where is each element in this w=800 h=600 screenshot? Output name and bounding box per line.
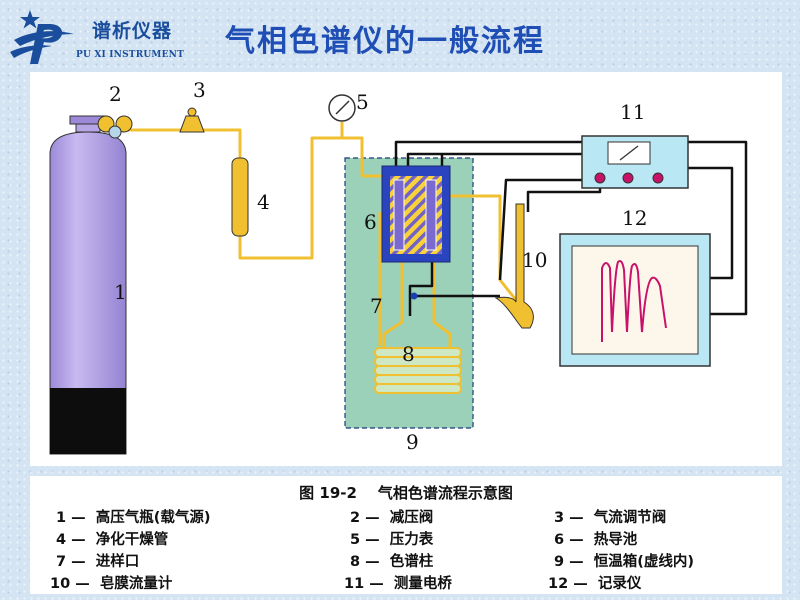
logo-english-name: PU XI INSTRUMENT	[76, 50, 184, 60]
pressure-gauge-icon	[328, 94, 356, 122]
label-11: 11	[620, 100, 646, 124]
bridge-wiring	[394, 140, 748, 316]
legend-item: 10 — 皂膜流量计	[50, 576, 173, 592]
label-4: 4	[257, 190, 270, 214]
junction-point	[410, 292, 418, 300]
figure-caption: 图 19-2 气相色谱流程示意图 1 — 高压气瓶(载气源) 2 — 减压阀 3…	[30, 476, 782, 594]
label-9: 9	[406, 430, 419, 454]
figure-title: 图 19-2 气相色谱流程示意图	[299, 484, 513, 502]
label-10: 10	[522, 248, 548, 272]
gc-flow-diagram: 2 3 4 5 6 7 8 9 10 11 12 1	[30, 72, 782, 466]
drying-tube	[231, 157, 249, 237]
label-3: 3	[193, 78, 206, 102]
legend-item: 7 — 进样口	[56, 554, 140, 570]
measuring-bridge	[581, 135, 689, 189]
chromatogram-trace	[601, 260, 667, 342]
legend-item: 8 — 色谱柱	[350, 554, 434, 570]
soap-film-flowmeter	[494, 203, 534, 329]
puxi-logo-icon	[10, 10, 74, 64]
flow-regulating-valve	[179, 107, 205, 133]
label-2: 2	[109, 82, 122, 106]
gas-cylinder	[49, 115, 127, 455]
label-6: 6	[364, 210, 377, 234]
thermal-conductivity-detector	[381, 165, 451, 263]
label-5: 5	[356, 90, 369, 114]
label-8: 8	[402, 342, 415, 366]
chromatographic-column	[374, 347, 462, 394]
recorder	[559, 233, 711, 367]
legend-item: 2 — 减压阀	[350, 510, 434, 526]
legend-item: 4 — 净化干燥管	[56, 532, 169, 548]
gc-flow-diagram-svg	[49, 94, 748, 455]
legend-item: 12 — 记录仪	[548, 576, 642, 592]
legend-item: 3 — 气流调节阀	[554, 510, 667, 526]
legend-item: 11 — 测量电桥	[344, 576, 452, 592]
label-12: 12	[622, 206, 648, 230]
label-7: 7	[370, 294, 383, 318]
logo: 谱析仪器 PU XI INSTRUMENT	[8, 6, 188, 68]
carrier-gas-line	[128, 122, 518, 348]
legend-item: 6 — 热导池	[554, 532, 638, 548]
pressure-reducing-valve	[97, 115, 133, 139]
legend-item: 5 — 压力表	[350, 532, 434, 548]
logo-name: 谱析仪器	[92, 20, 173, 42]
label-1: 1	[114, 280, 127, 304]
legend-item: 9 — 恒温箱(虚线内)	[554, 554, 694, 570]
legend-item: 1 — 高压气瓶(载气源)	[56, 510, 211, 526]
page-title: 气相色谱仪的一般流程	[225, 24, 545, 59]
